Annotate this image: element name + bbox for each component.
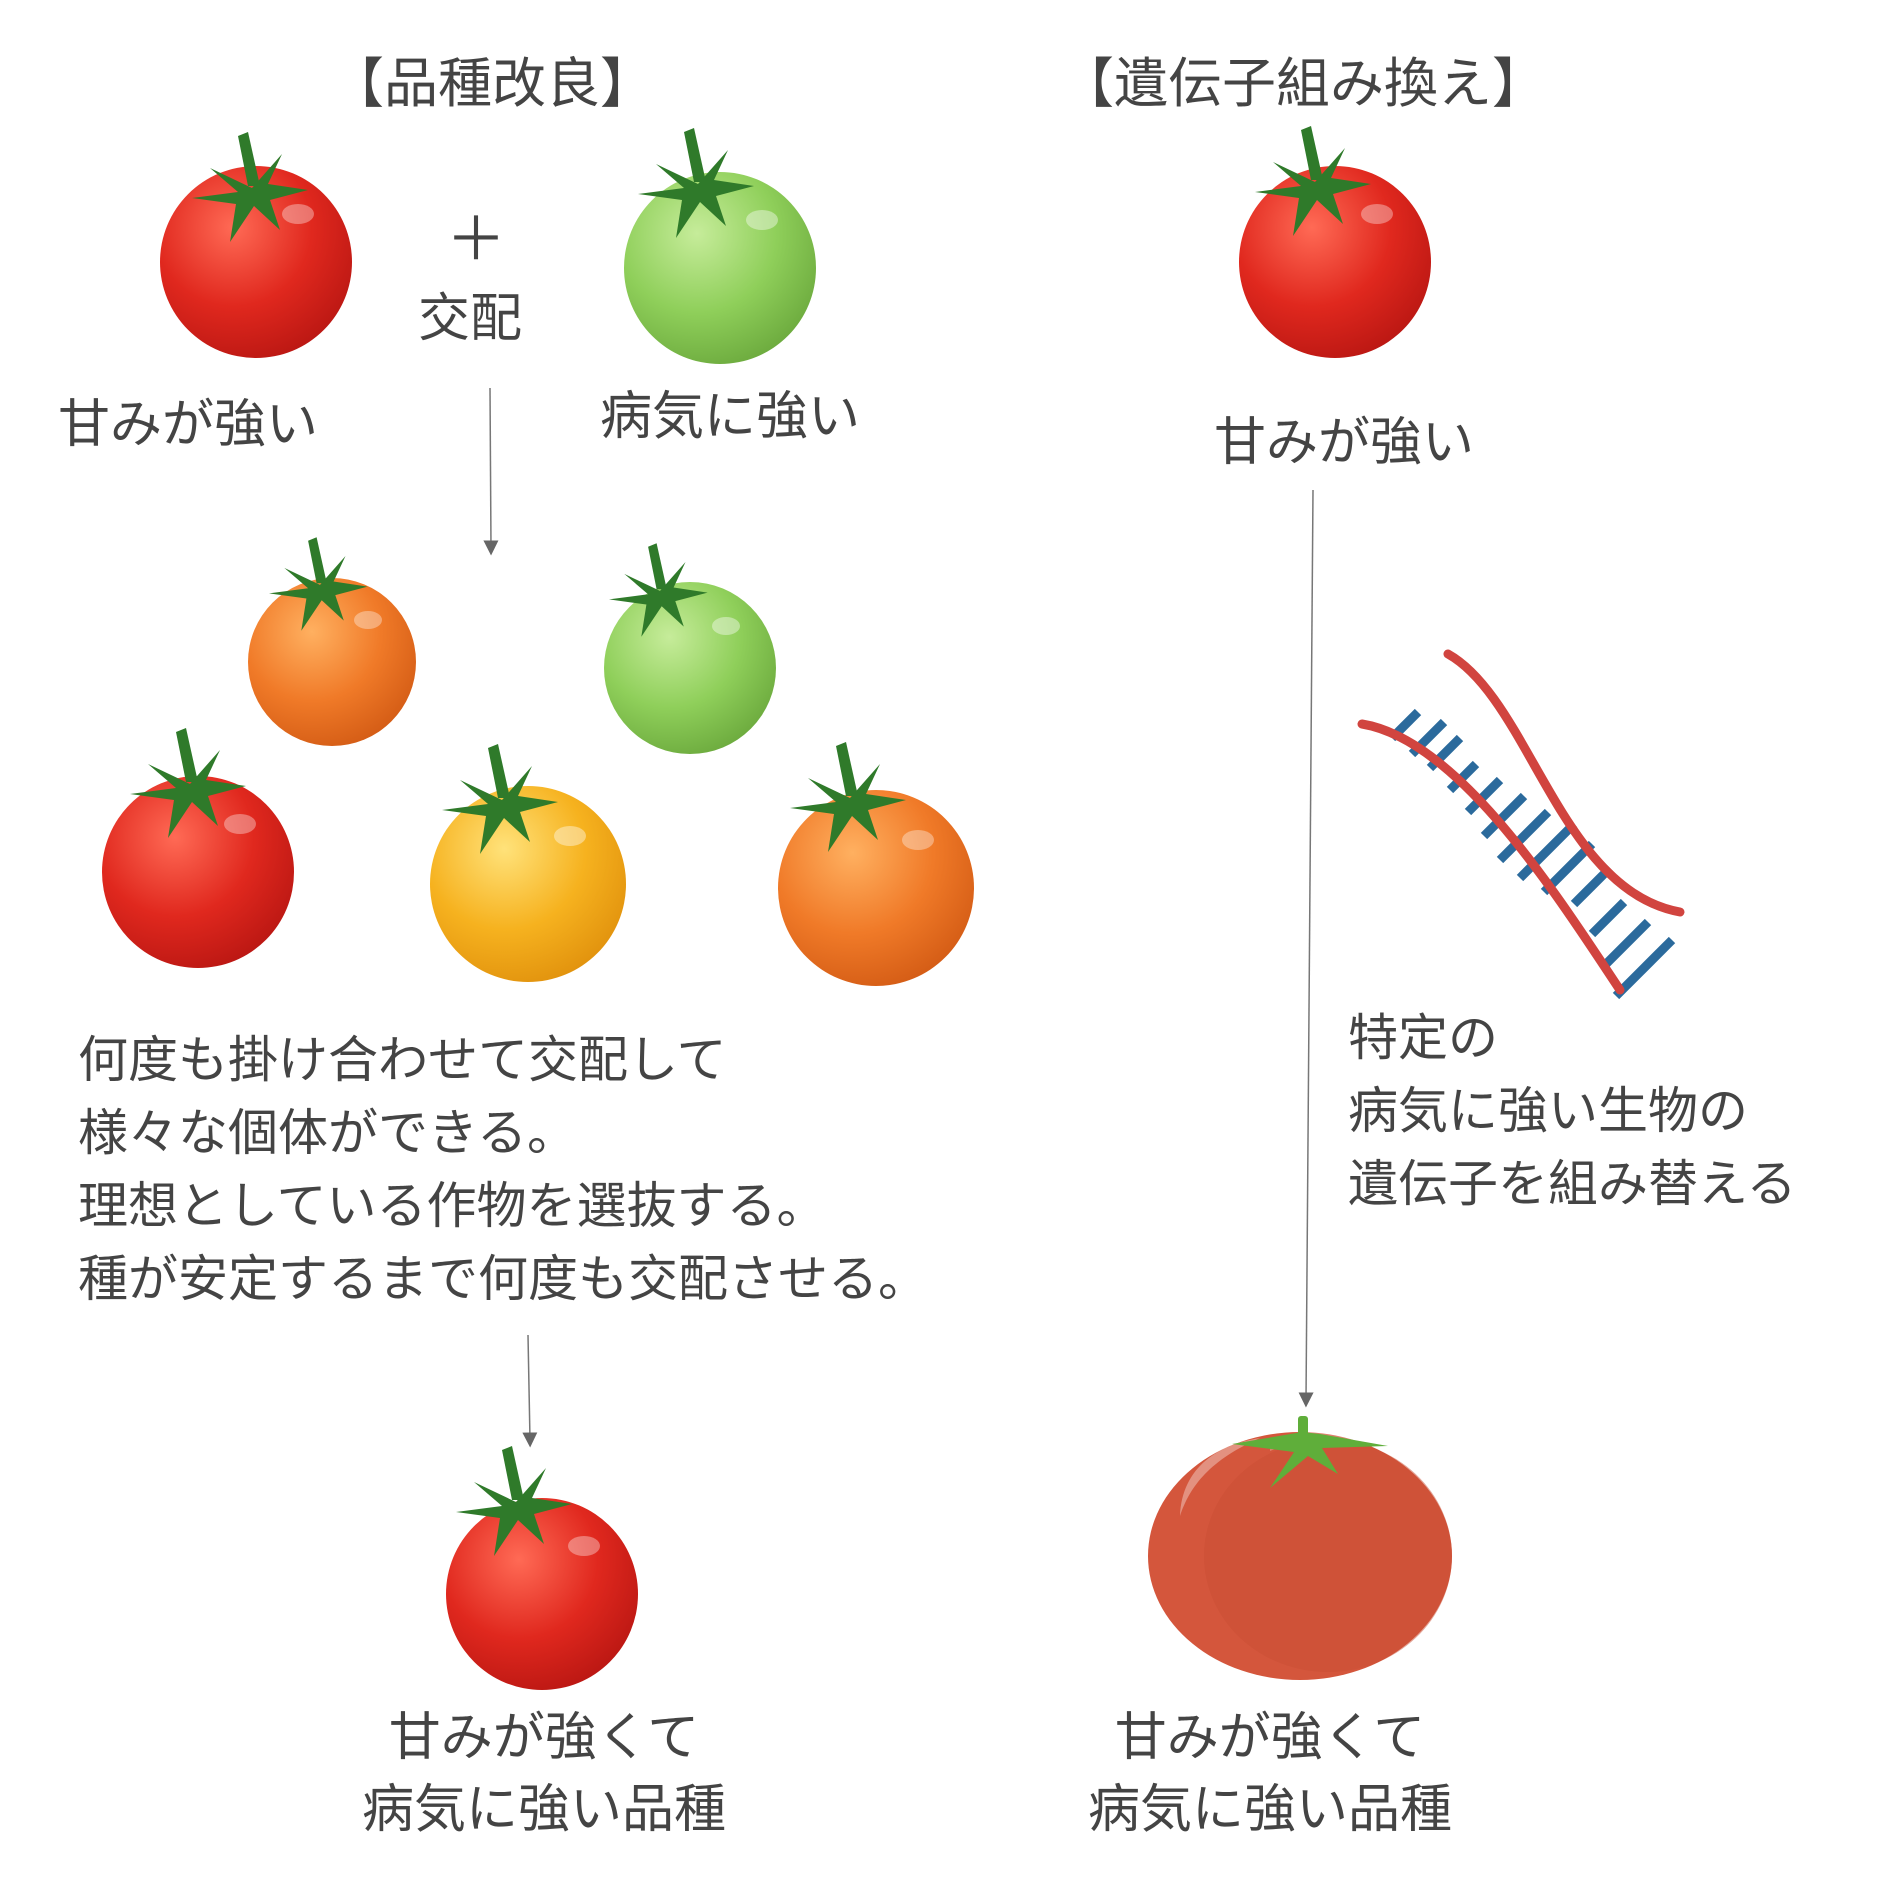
parent-red-label: 甘みが強い bbox=[58, 395, 319, 455]
arrow-icon bbox=[522, 1334, 538, 1448]
tomato-icon bbox=[248, 537, 416, 746]
left-description-line-1: 何度も掛け合わせて交配して bbox=[78, 1031, 727, 1089]
left-description-line-3: 理想としている作物を選抜する。 bbox=[78, 1177, 827, 1235]
tomato-icon bbox=[1148, 1416, 1452, 1680]
left-result-label: 甘みが強くて 病気に強い品種 bbox=[362, 1702, 726, 1846]
right-result-label: 甘みが強くて 病気に強い品種 bbox=[1088, 1702, 1452, 1846]
left-description-line-2: 様々な個体ができる。 bbox=[78, 1104, 577, 1162]
arrow-icon bbox=[1298, 489, 1314, 1408]
cross-label: 交配 bbox=[418, 289, 523, 349]
tomato-icon bbox=[1239, 126, 1431, 358]
right-parent-label: 甘みが強い bbox=[1214, 413, 1475, 473]
tomato-icon bbox=[160, 132, 352, 358]
right-description-line-3: 遺伝子を組み替える bbox=[1348, 1155, 1797, 1213]
right-result-line-1: 甘みが強くて bbox=[1114, 1708, 1426, 1768]
right-description: 特定の 病気に強い生物の 遺伝子を組み替える bbox=[1348, 1002, 1797, 1221]
dna-icon bbox=[1357, 649, 1685, 1000]
tomato-icon bbox=[778, 742, 974, 986]
right-result-line-2: 病気に強い品種 bbox=[1088, 1780, 1453, 1840]
left-heading: 【品種改良】 bbox=[330, 52, 654, 115]
tomato-icon bbox=[446, 1446, 638, 1690]
left-result-line-2: 病気に強い品種 bbox=[362, 1780, 727, 1840]
right-description-line-1: 特定の bbox=[1348, 1009, 1498, 1067]
left-result-line-1: 甘みが強くて bbox=[388, 1708, 700, 1768]
tomato-icon bbox=[102, 728, 294, 968]
tomato-icon bbox=[604, 543, 776, 754]
tomato-icon bbox=[624, 128, 816, 364]
plus-sign: ＋ bbox=[446, 205, 506, 275]
left-description-line-4: 種が安定するまで何度も交配させる。 bbox=[78, 1250, 928, 1308]
parent-green-label: 病気に強い bbox=[600, 387, 861, 447]
left-description: 何度も掛け合わせて交配して 様々な個体ができる。 理想としている作物を選抜する。… bbox=[78, 1024, 928, 1316]
arrow-icon bbox=[483, 387, 499, 556]
right-heading: 【遺伝子組み換え】 bbox=[1060, 52, 1546, 115]
tomato-icon bbox=[430, 744, 626, 982]
right-description-line-2: 病気に強い生物の bbox=[1348, 1082, 1748, 1140]
